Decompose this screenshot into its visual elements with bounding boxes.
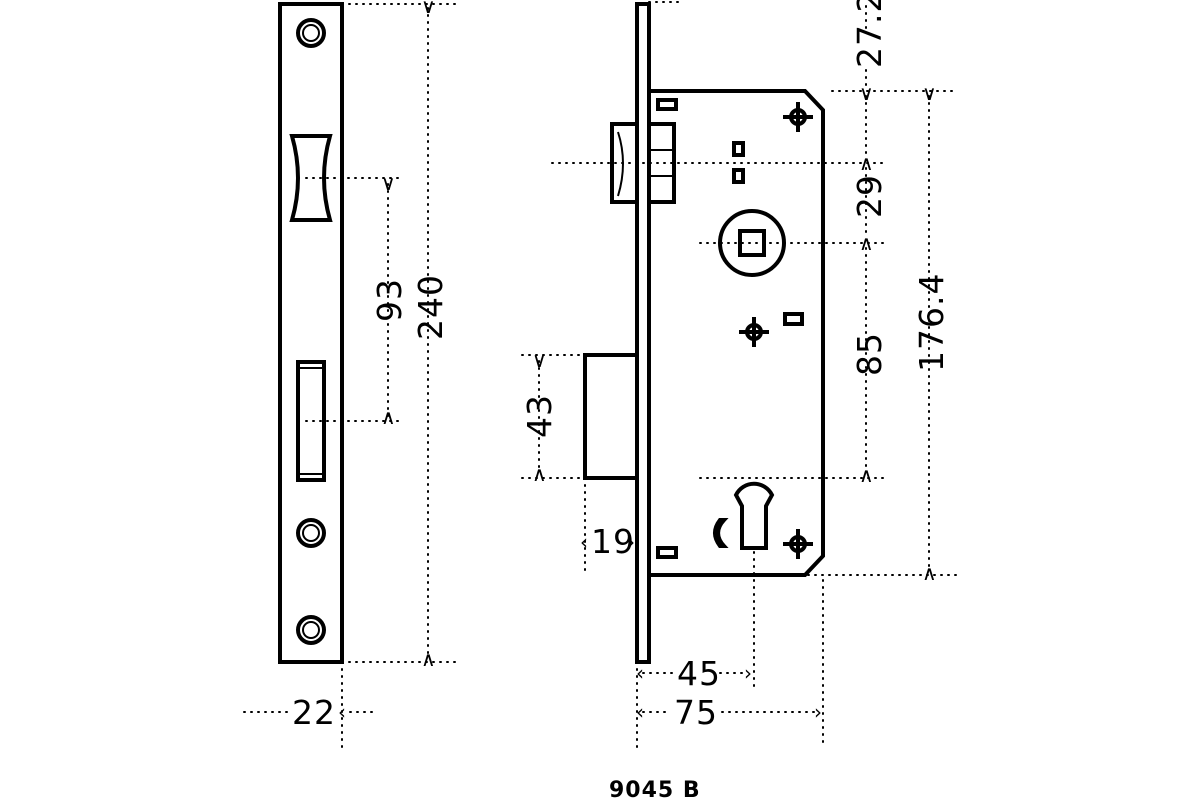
forend-plate: [635, 2, 651, 664]
svg-text:‹: ‹: [338, 700, 346, 724]
dim-bolt-throw: 19: [591, 522, 635, 561]
svg-text:∨: ∨: [421, 0, 436, 18]
slot-small-a: [732, 141, 745, 157]
faceplate-screw-hole-middle: [296, 518, 326, 548]
faceplate-screw-hole-bottom: [296, 615, 326, 645]
dim-spindle-to-cylinder: 85: [850, 332, 889, 376]
svg-text:‹: ‹: [580, 530, 588, 554]
faceplate-front-view: [243, 2, 459, 749]
svg-text:‹: ‹: [636, 661, 644, 685]
svg-text:›: ›: [744, 661, 752, 685]
slot-bottom: [656, 546, 678, 559]
deadbolt-opening: [296, 360, 326, 482]
svg-text:∧: ∧: [532, 462, 547, 486]
svg-text:∨: ∨: [859, 81, 874, 105]
screw-crosshair-middle: [739, 317, 769, 347]
deadbolt: [583, 353, 639, 480]
dim-case-depth: 75: [674, 693, 718, 732]
svg-text:∧: ∧: [859, 231, 874, 255]
svg-text:∧: ∧: [421, 647, 436, 671]
dim-top-offset: 27.2: [850, 0, 889, 68]
slot-right: [783, 312, 804, 326]
lock-body-side-view: [521, 1, 959, 749]
dim-bolt-height: 43: [520, 394, 559, 438]
latch-opening: [289, 134, 333, 222]
slot-small-b: [732, 168, 745, 184]
dimension-arrows: ∨ ∧ ∨ ∧ ∨ ∨ ∧ ∧ ∧ ∧ ∨ ∧ ‹ › ‹ ‹ › ‹ ›: [338, 0, 937, 724]
dim-case-height: 176.4: [912, 273, 951, 372]
dim-faceplate-width: 22: [292, 693, 336, 732]
faceplate-screw-hole-top: [296, 18, 326, 48]
lock-case: [649, 89, 825, 577]
svg-text:∧: ∧: [859, 463, 874, 487]
faceplate-outline: [278, 2, 344, 664]
cylinder-cutout: [733, 481, 775, 550]
svg-text:∧: ∧: [381, 405, 396, 429]
screw-crosshair-bottom: [783, 529, 813, 559]
svg-text:∧: ∧: [859, 151, 874, 175]
svg-text:∨: ∨: [922, 81, 937, 105]
svg-text:›: ›: [627, 530, 635, 554]
svg-text:∧: ∧: [922, 561, 937, 585]
dim-backset: 45: [677, 654, 721, 693]
svg-text:∨: ∨: [381, 171, 396, 195]
slot-top: [656, 98, 678, 111]
latch-bolt: [610, 122, 639, 204]
dim-faceplate-length: 240: [411, 274, 450, 340]
svg-text:‹: ‹: [636, 700, 644, 724]
dim-follower-to-lock: 93: [370, 278, 409, 322]
svg-text:›: ›: [814, 700, 822, 724]
model-number: 9045 B: [609, 778, 701, 800]
screw-crosshair-top: [783, 102, 813, 132]
dim-spindle-to-latch: 29: [850, 174, 889, 218]
cylinder-cam-mark: [713, 518, 729, 548]
svg-text:∨: ∨: [532, 348, 547, 372]
